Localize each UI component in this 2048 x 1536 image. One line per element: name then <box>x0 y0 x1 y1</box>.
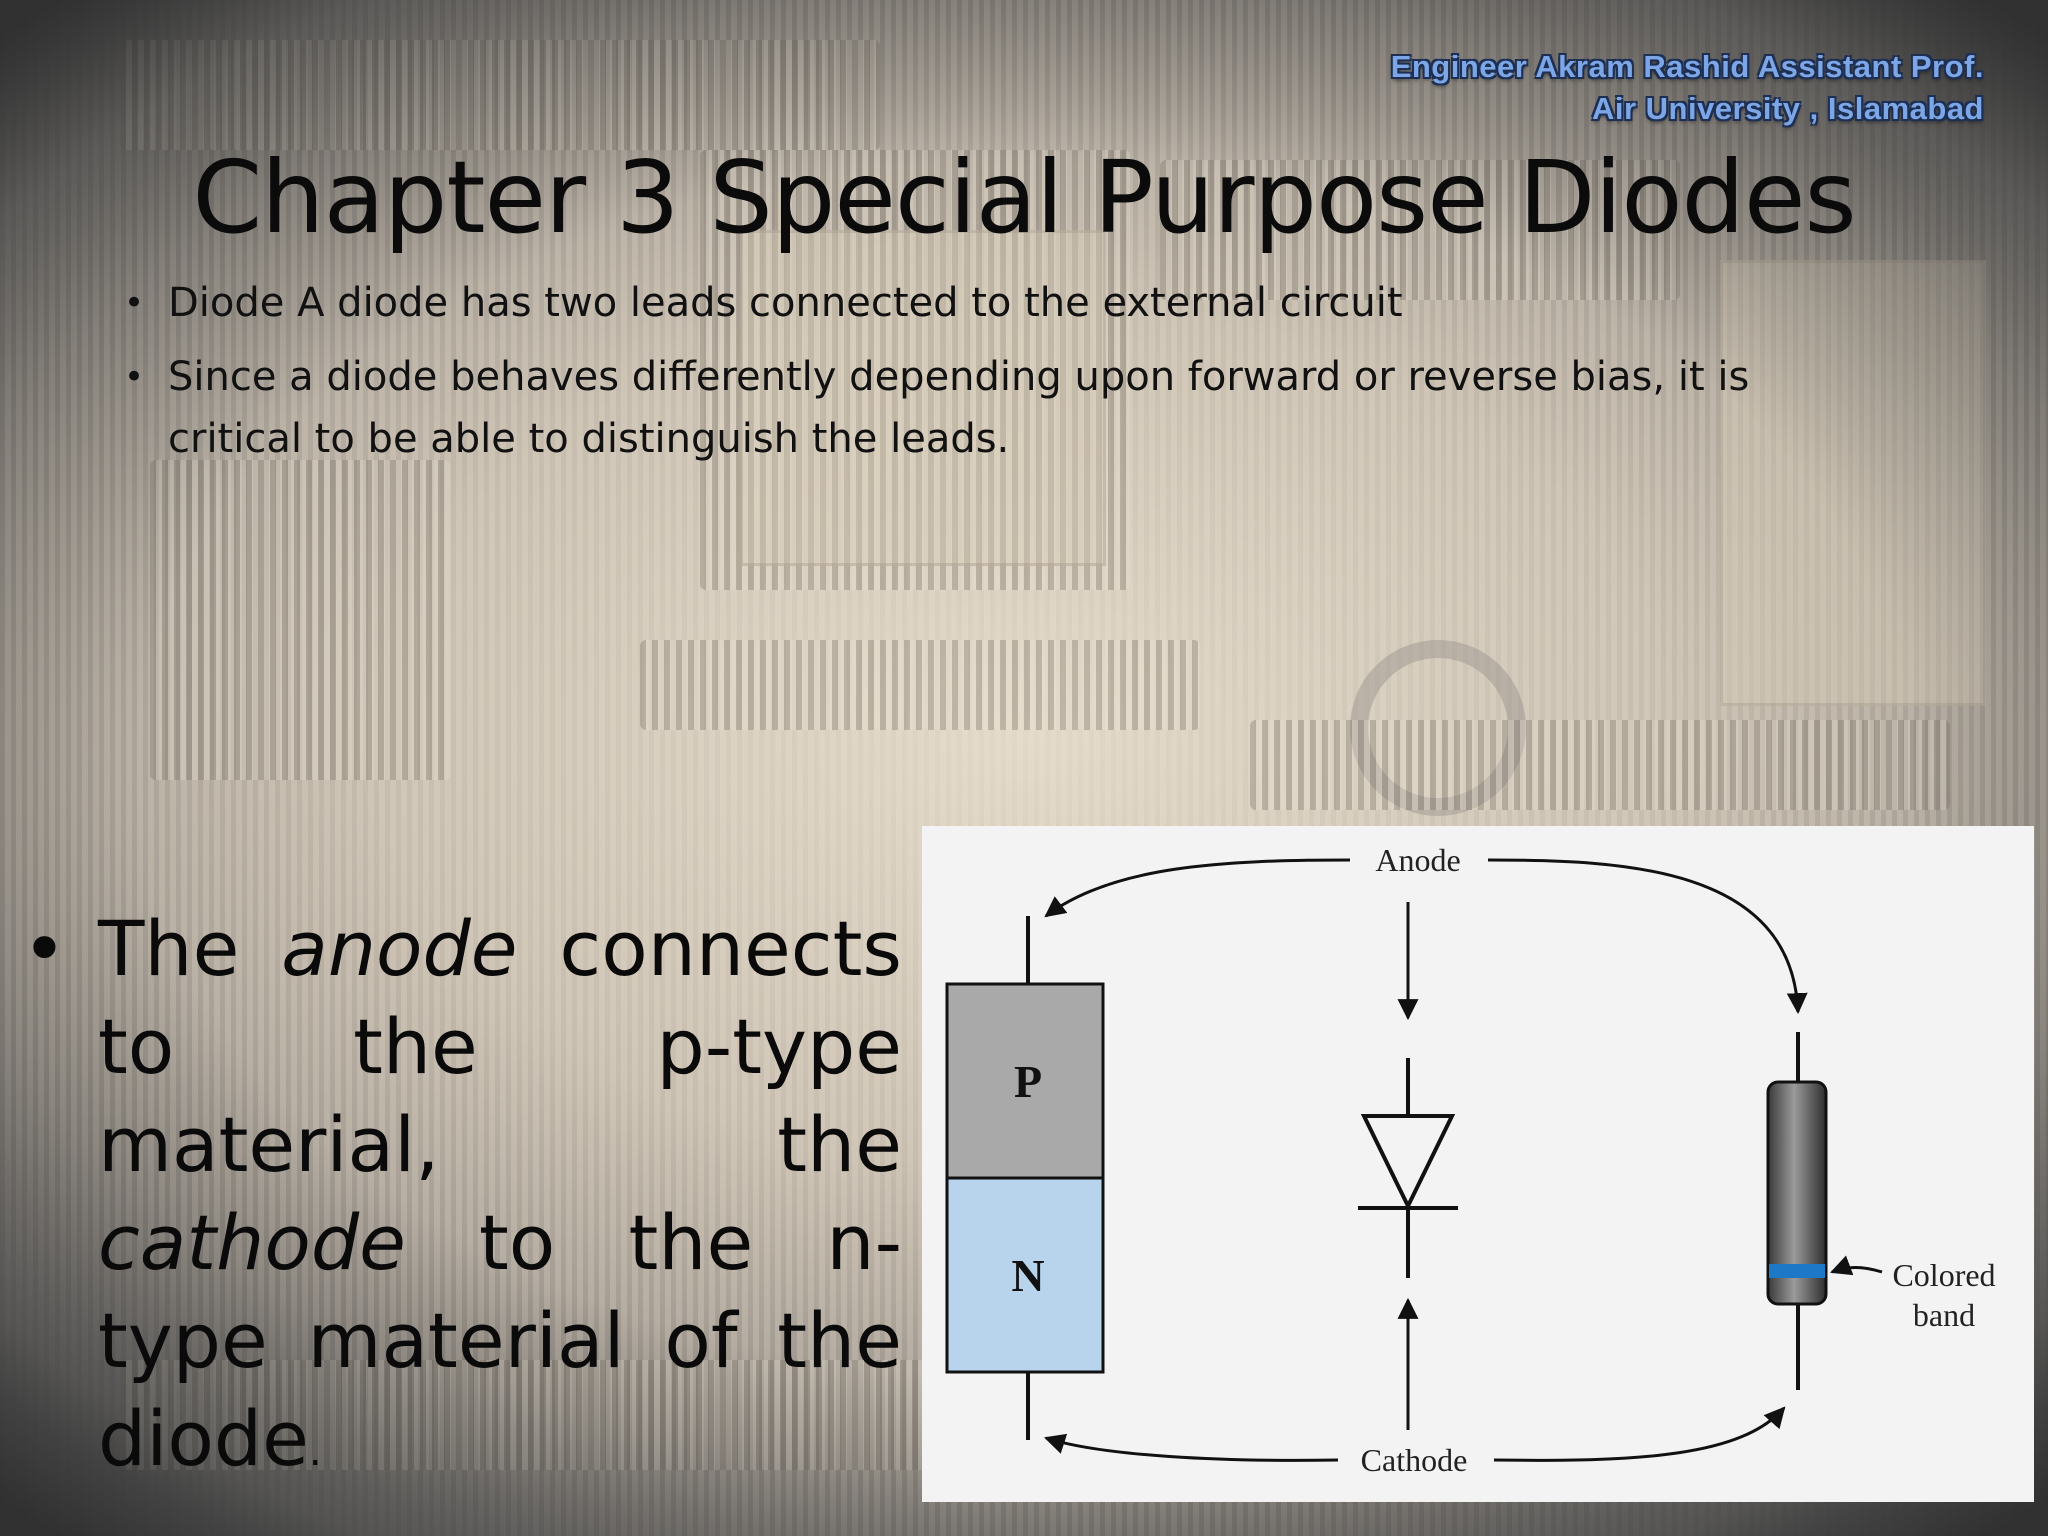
colored-band <box>1769 1264 1825 1278</box>
anode-term: anode <box>281 904 518 993</box>
band-label-line2: band <box>1913 1297 1975 1333</box>
bullet-icon: • <box>124 283 145 323</box>
diode-diagram: P N Anode Cathode Colored band <box>922 826 2034 1502</box>
cathode-label: Cathode <box>1361 1442 1468 1478</box>
bullet-text: Diode A diode has two leads connected to… <box>168 280 1403 326</box>
p-label: P <box>1014 1056 1042 1107</box>
cathode-term: cathode <box>98 1198 406 1287</box>
bullet-item: • Since a diode behaves differently depe… <box>120 346 1840 470</box>
anode-cathode-explanation: • The anode connects to the p-type mater… <box>22 900 902 1501</box>
slide-title: Chapter 3 Special Purpose Diodes <box>192 139 1856 256</box>
n-label: N <box>1011 1250 1044 1301</box>
intro-bullet-list: • Diode A diode has two leads connected … <box>120 272 1840 482</box>
n-region <box>945 1176 1105 1374</box>
p-region <box>945 982 1105 1180</box>
text-segment: to the n-type material of the diode <box>98 1198 902 1483</box>
bullet-icon: • <box>22 904 67 993</box>
text-segment: The <box>98 904 282 993</box>
explanation-paragraph: The anode connects to the p-type materia… <box>98 900 902 1501</box>
band-pointer-arrow <box>1830 1255 1883 1276</box>
author-credit: Engineer Akram Rashid Assistant Prof. Ai… <box>1391 46 1984 130</box>
cathode-arrow-right <box>1493 1406 1786 1462</box>
author-name: Engineer Akram Rashid Assistant Prof. <box>1390 49 1984 84</box>
text-segment: connects to the p-type material, the <box>98 904 902 1189</box>
anode-arrow-right <box>1487 858 1808 1015</box>
cathode-arrow-left <box>1044 1433 1339 1462</box>
diode-package <box>1766 1032 1828 1390</box>
anode-arrow-left <box>1044 858 1351 918</box>
author-affiliation: Air University , Islamabad <box>1591 91 1984 126</box>
bullet-icon: • <box>124 357 145 397</box>
bullet-text: Since a diode behaves differently depend… <box>168 354 1750 462</box>
diode-symbol <box>1358 1058 1458 1278</box>
anode-label: Anode <box>1375 842 1460 878</box>
diode-diagram-svg: P N Anode Cathode Colored band <box>945 842 1996 1478</box>
bullet-item: • Diode A diode has two leads connected … <box>120 272 1840 334</box>
text-segment: . <box>308 1429 322 1475</box>
band-label-line1: Colored <box>1892 1257 1995 1293</box>
